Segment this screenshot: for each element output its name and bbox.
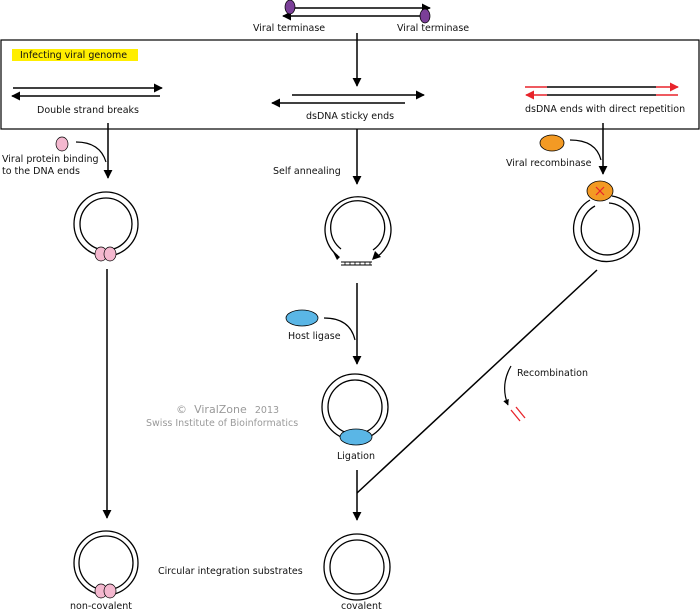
recombinase-curve [569, 139, 602, 161]
right-step-label-1: Viral recombinase [506, 158, 592, 169]
bound-protein-icon [103, 246, 117, 262]
terminase-dna [282, 0, 431, 24]
ligation-circle [321, 373, 389, 446]
viral-recombinase-icon [539, 134, 565, 152]
col-label-repeat: dsDNA ends with direct repetition [525, 104, 685, 115]
left-circle-1 [73, 191, 139, 262]
copyright-symbol: © [176, 403, 187, 416]
watermark-institute: Swiss Institute of Bioinformatics [146, 418, 298, 429]
covalent-circle [323, 533, 391, 601]
mid-step-label-1: Self annealing [273, 166, 341, 177]
viral-protein-icon [55, 136, 69, 152]
substrates-label: Circular integration substrates [158, 566, 303, 577]
col-label-dsb: Double strand breaks [37, 105, 139, 116]
left-step-label-2: to the DNA ends [2, 166, 80, 177]
terminase-left-icon [284, 0, 296, 15]
recombination-curve-arrow [503, 365, 512, 406]
left-circle-final [73, 530, 139, 599]
genome-box [0, 39, 700, 130]
result-label-covalent: covalent [341, 601, 382, 612]
title-highlight [12, 49, 138, 61]
terminase-right-icon [419, 8, 431, 24]
box-title: Infecting viral genome [20, 50, 127, 61]
annealing-arrow-left [333, 252, 340, 260]
recombination-merge-line [356, 269, 598, 494]
terminase-right-label: Viral terminase [397, 23, 469, 34]
year: 2013 [255, 405, 279, 416]
brand: ViralZone [194, 403, 247, 416]
mid-step-label-3: Ligation [337, 451, 375, 462]
host-ligase-icon [285, 309, 319, 327]
watermark-line1: © ViralZone 2013 [176, 398, 279, 417]
bound-ligase-icon [339, 428, 373, 446]
mid-step-label-2: Host ligase [288, 331, 341, 342]
repeat-mark-2 [515, 406, 526, 419]
result-label-noncovalent: non-covalent [70, 601, 132, 612]
left-step-label-1: Viral protein binding [2, 154, 99, 165]
terminase-left-label: Viral terminase [253, 23, 325, 34]
annealing-arrow-right [372, 251, 381, 260]
right-step-label-2: Recombination [517, 368, 588, 379]
bound-protein-icon [103, 583, 117, 599]
annealing-circle [324, 196, 392, 266]
protein-binding-curve [75, 141, 107, 163]
col-label-sticky: dsDNA sticky ends [306, 111, 394, 122]
ligase-curve [323, 317, 356, 341]
recombination-circle [572, 180, 641, 263]
repeat-mark-1 [510, 409, 521, 422]
